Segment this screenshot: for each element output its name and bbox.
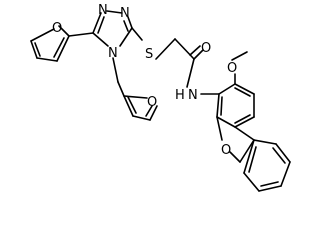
- bond-triazole-b: [106, 10, 123, 14]
- atom-triazole-nitrogen-1: N: [98, 3, 108, 18]
- bond-triazole-a-double: [97, 16, 105, 34]
- bond-triazole-a: [92, 12, 102, 34]
- atom-thioether-sulfur: S: [145, 47, 153, 62]
- bond-furan-e-double: [53, 37, 65, 58]
- atom-methoxy-oxygen: O: [227, 61, 237, 76]
- bond-aryl-6-double: [220, 96, 223, 116]
- bond-s-ch2: [155, 38, 176, 60]
- bond-lower-5: [243, 172, 260, 192]
- bond-carbonyl: [193, 49, 204, 60]
- bond-furfuryl-b: [123, 95, 134, 117]
- atom-dibenzofuran-oxygen: O: [221, 143, 231, 158]
- bond-carbonyl-double: [189, 45, 201, 56]
- atom-triazole-nitrogen-2: N: [120, 6, 130, 21]
- atom-carbonyl-oxygen: O: [201, 41, 211, 56]
- atom-amide-hydrogen: H: [175, 88, 185, 103]
- bond-furan-c-double: [34, 42, 41, 57]
- bond-lower-6-double: [248, 146, 257, 173]
- bond-center-a: [216, 116, 223, 141]
- bond-lower-4-double: [260, 181, 279, 187]
- bond-furan-b: [30, 28, 55, 42]
- bond-lower-2-double: [272, 147, 286, 164]
- bond-n4-ch2: [112, 57, 119, 83]
- bond-furan-c: [30, 40, 38, 59]
- bond-center-b: [234, 126, 255, 141]
- bond-carbonyl-nh: [186, 58, 195, 88]
- bond-aryl-2: [234, 83, 255, 95]
- atom-triazole-nitrogen-4: N: [108, 46, 118, 61]
- bond-center-d: [239, 139, 255, 163]
- bond-lower-2: [275, 143, 291, 163]
- bond-aryl-4: [234, 116, 255, 128]
- bond-furan-a: [58, 25, 70, 37]
- atom-amide-nitrogen: N: [188, 88, 198, 103]
- bond-triazole-c: [127, 16, 133, 29]
- bond-furan-e: [56, 35, 70, 62]
- bond-triazole-e: [92, 32, 109, 47]
- atom-furfuryl-oxygen: O: [147, 95, 157, 110]
- bond-aryl-6: [216, 93, 220, 118]
- bond-aryl-2-double: [234, 87, 251, 97]
- bond-furan-to-triazole: [68, 32, 94, 37]
- atom-furan-oxygen-left: O: [52, 21, 62, 36]
- bond-furfuryl-d-double: [145, 105, 153, 117]
- bond-lower-1: [253, 139, 277, 145]
- bond-lower-6: [243, 139, 255, 174]
- bond-aryl-5: [216, 116, 236, 128]
- bond-aryl-4-double: [234, 114, 251, 124]
- molecule-structure-diagram: O N N N S O O N H O O: [30, 3, 291, 192]
- bond-furan-d: [36, 57, 58, 62]
- bond-o-methyl: [231, 51, 248, 61]
- bond-lower-4: [258, 185, 282, 192]
- bond-lines: [30, 10, 291, 192]
- atom-labels: O N N N S O O N H O O: [52, 3, 237, 158]
- bond-ch2-carbonyl: [174, 38, 195, 60]
- bond-c-s: [131, 27, 143, 41]
- bond-furfuryl-b-double: [127, 96, 137, 114]
- bond-lower-3: [280, 161, 291, 187]
- bond-furfuryl-d: [149, 105, 158, 121]
- bond-triazole-c-double: [123, 20, 129, 32]
- bond-ch2-furan: [117, 81, 125, 97]
- bond-aryl-1: [218, 83, 236, 95]
- bond-triazole-d: [119, 27, 133, 47]
- bond-center-c: [229, 151, 241, 163]
- bond-furfuryl-c: [132, 115, 151, 121]
